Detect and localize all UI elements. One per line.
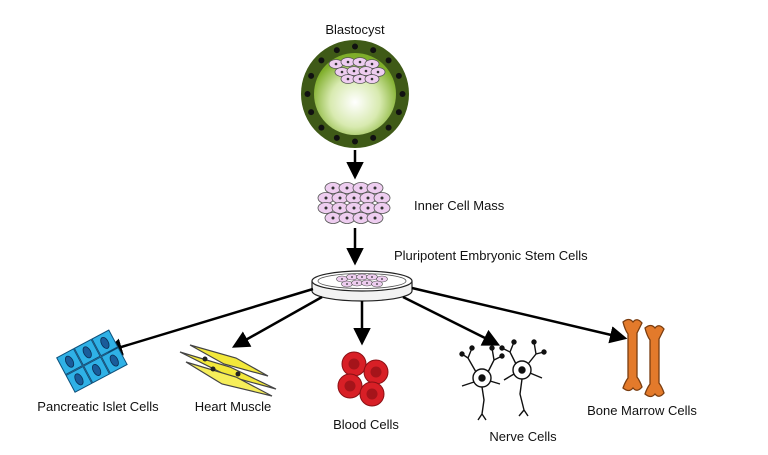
arrow-to-bone <box>411 286 628 344</box>
pluripotent-stem-cells-label: Pluripotent Embryonic Stem Cells <box>394 248 588 263</box>
heart-muscle-label: Heart Muscle <box>194 399 272 414</box>
nerve-cells-icon <box>459 339 547 421</box>
blastocyst-label: Blastocyst <box>325 22 385 37</box>
pancreatic-islet-cells-icon <box>56 329 128 393</box>
bone-marrow-cells-label: Bone Marrow Cells <box>587 403 697 418</box>
arrow-to-heart <box>231 295 323 348</box>
pancreatic-islet-cells-label: Pancreatic Islet Cells <box>37 399 159 414</box>
petri-dish-icon <box>311 270 413 302</box>
blastocyst-icon <box>301 40 409 148</box>
bone-marrow-icon <box>622 318 665 398</box>
inner-cell-mass-icon <box>317 182 391 224</box>
blood-cells-icon <box>337 351 389 407</box>
arrow-to-pancreatic <box>104 287 314 356</box>
inner-cell-mass-label: Inner Cell Mass <box>414 198 505 213</box>
blood-cells-label: Blood Cells <box>333 417 399 432</box>
arrow-to-nerve <box>402 295 501 346</box>
nerve-cells-label: Nerve Cells <box>489 429 557 444</box>
heart-muscle-icon <box>179 344 277 397</box>
